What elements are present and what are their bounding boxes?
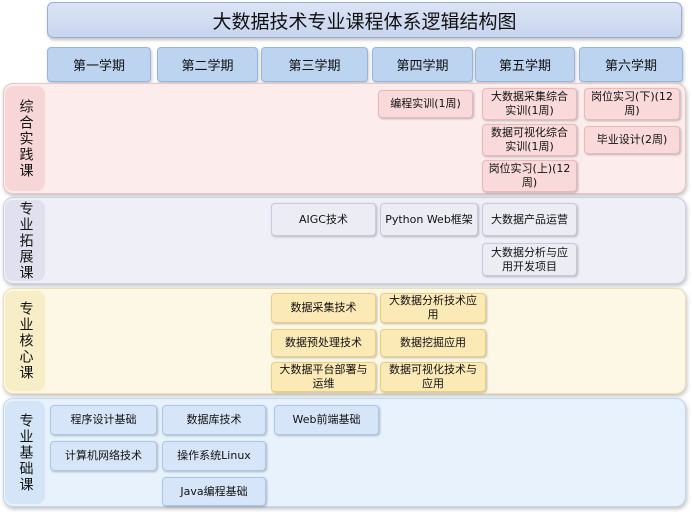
course-web-frontend: Web前端基础 (274, 405, 379, 435)
semester-6-header: 第六学期 (579, 47, 683, 82)
course-bigdata-collection-training: 大数据采集综合实训(1周) (482, 88, 577, 120)
course-computer-networks: 计算机网络技术 (50, 441, 157, 471)
course-bigdata-analysis-project: 大数据分析与应用开发项目 (482, 243, 577, 276)
course-internship-part2: 岗位实习(下)(12周) (584, 88, 680, 120)
course-data-mining: 数据挖掘应用 (380, 329, 486, 357)
course-database: 数据库技术 (162, 405, 266, 435)
semester-3-header: 第三学期 (261, 47, 368, 82)
base-row-label: 专业基础课 (5, 401, 45, 504)
practice-row-label: 综合实践课 (5, 86, 45, 191)
course-data-visualization: 数据可视化技术与应用 (380, 362, 486, 392)
course-data-preprocessing: 数据预处理技术 (271, 329, 376, 357)
semester-1-header: 第一学期 (47, 47, 151, 82)
course-bigdata-product-ops: 大数据产品运营 (482, 203, 577, 236)
course-visualization-training: 数据可视化综合实训(1周) (482, 124, 577, 156)
semester-2-header: 第二学期 (157, 47, 258, 82)
course-python-web: Python Web框架 (380, 203, 478, 236)
course-data-collection: 数据采集技术 (271, 293, 376, 323)
course-internship-part1: 岗位实习(上)(12周) (482, 160, 577, 192)
course-programming-basics: 程序设计基础 (50, 405, 157, 435)
semester-4-header: 第四学期 (372, 47, 473, 82)
extension-row-label: 专业拓展课 (5, 200, 45, 281)
diagram-title: 大数据技术专业课程体系逻辑结构图 (47, 2, 682, 38)
course-aigc: AIGC技术 (271, 203, 376, 236)
course-programming-training: 编程实训(1周) (378, 90, 473, 118)
course-platform-deployment: 大数据平台部署与运维 (271, 362, 376, 392)
semester-5-header: 第五学期 (475, 47, 575, 82)
course-graduation-project: 毕业设计(2周) (584, 126, 680, 154)
core-row-label: 专业核心课 (5, 291, 45, 391)
course-java-basics: Java编程基础 (162, 477, 266, 506)
course-linux: 操作系统Linux (162, 441, 266, 471)
course-bigdata-analysis-tech: 大数据分析技术应用 (380, 293, 486, 323)
